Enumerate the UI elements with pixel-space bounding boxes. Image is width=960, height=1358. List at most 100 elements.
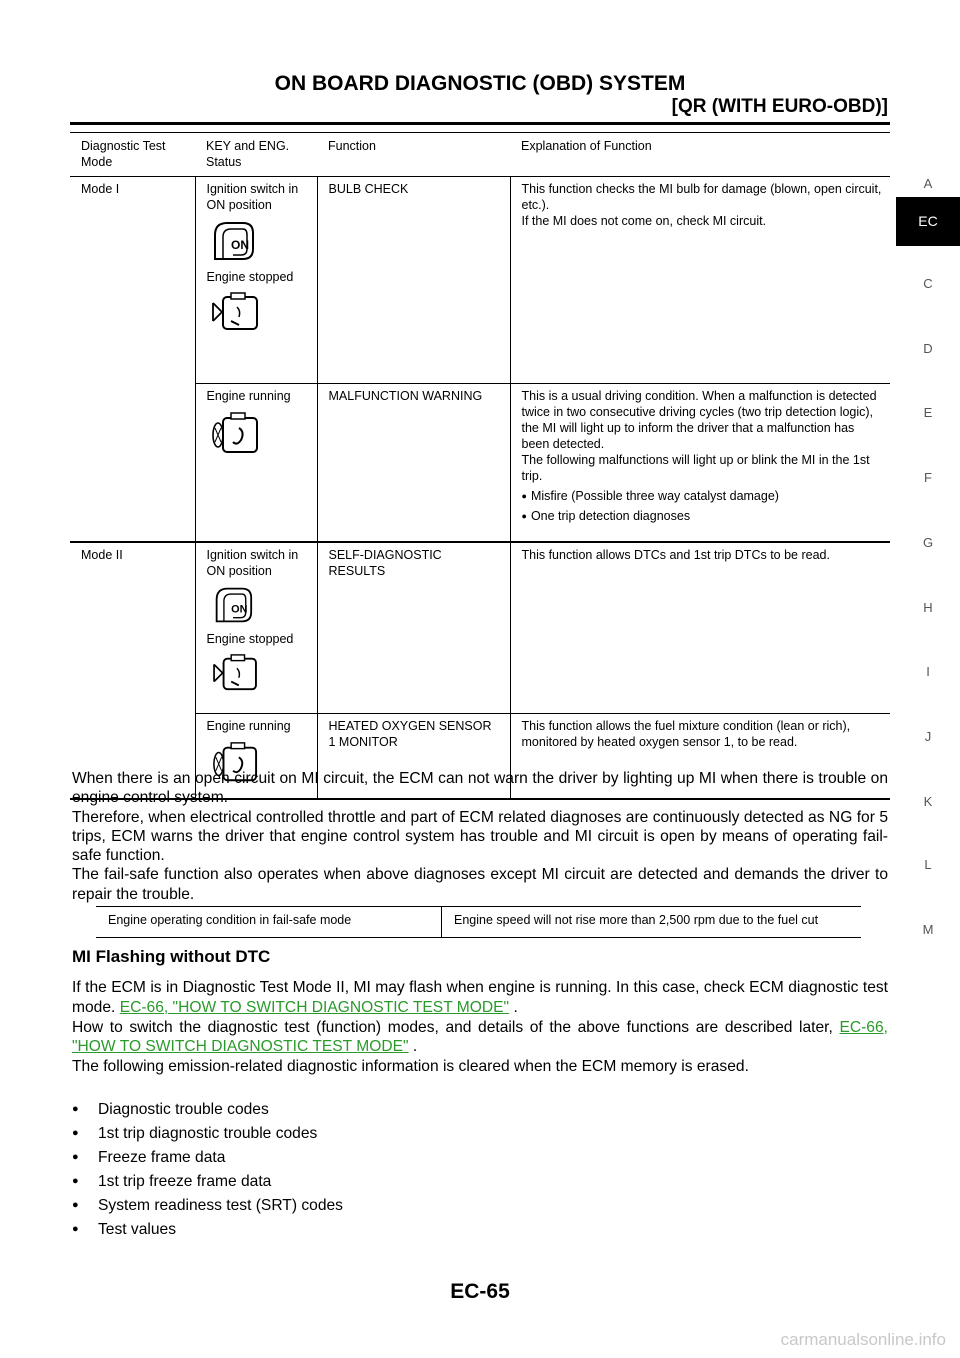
period: . — [513, 998, 518, 1016]
explanation-text: If the MI does not come on, check MI cir… — [521, 214, 767, 228]
header-key-eng-status: KEY and ENG. Status — [195, 132, 317, 177]
page-number: EC-65 — [450, 1280, 510, 1303]
bullet-icon: ● — [72, 1223, 79, 1235]
explanation-cell: This is a usual driving condition. When … — [509, 383, 890, 543]
side-index-ec[interactable]: EC — [896, 197, 960, 246]
table-row: Engine running MALFUNCTION WARNING This … — [70, 383, 890, 543]
bullet-item: Misfire (Possible three way catalyst dam… — [522, 488, 883, 504]
list-item-text: Diagnostic trouble codes — [98, 1101, 269, 1118]
section-paragraph: If the ECM is in Diagnostic Test Mode II… — [72, 978, 888, 1018]
list-item: ● System readiness test (SRT) codes — [72, 1196, 343, 1220]
watermark: carmanualsonline.info — [780, 1330, 946, 1349]
explanation-text: This function checks the MI bulb for dam… — [521, 182, 882, 212]
status-text: Engine running — [206, 719, 291, 733]
list-item: ● Test values — [72, 1220, 343, 1244]
list-item-text: 1st trip diagnostic trouble codes — [98, 1125, 318, 1142]
body-paragraph: Therefore, when electrical controlled th… — [72, 808, 888, 865]
status-cell: Engine running — [194, 383, 317, 543]
status-text: Ignition switch in ON position — [206, 547, 299, 578]
function-cell: SELF-DIAGNOSTIC RESULTS — [316, 541, 510, 714]
function-cell: HEATED OXYGEN SENSOR 1 MONITOR — [316, 713, 510, 800]
bullet-item: One trip detection diagnoses — [522, 508, 883, 524]
function-cell: MALFUNCTION WARNING — [316, 383, 510, 543]
list-item-text: System readiness test (SRT) codes — [98, 1197, 343, 1214]
body-paragraphs: When there is an open circuit on MI circ… — [72, 769, 888, 904]
body-paragraph: The fail-safe function also operates whe… — [72, 866, 888, 903]
explanation-text: This is a usual driving condition. When … — [521, 389, 877, 451]
side-index-e[interactable]: E — [923, 405, 933, 420]
header-diagnostic-test-mode: Diagnostic Test Mode — [70, 132, 195, 177]
section-paragraphs: If the ECM is in Diagnostic Test Mode II… — [72, 978, 888, 1077]
fail-safe-condition: Engine operating condition in fail-safe … — [96, 906, 442, 938]
header-rule — [70, 122, 890, 125]
list-item: ● 1st trip freeze frame data — [72, 1172, 343, 1196]
list-item: ● Diagnostic trouble codes — [72, 1100, 343, 1124]
status-text: Engine stopped — [206, 270, 294, 284]
link-how-to-switch-diagnostic-test-mode[interactable]: EC-66, "HOW TO SWITCH DIAGNOSTIC TEST MO… — [119, 998, 510, 1016]
table-header-row: Diagnostic Test Mode KEY and ENG. Status… — [70, 132, 890, 177]
engine-running-icon — [211, 412, 258, 453]
list-item-text: Test values — [98, 1221, 177, 1238]
engine-stopped-icon — [212, 653, 257, 690]
section-paragraph: How to switch the diagnostic test (funct… — [72, 1018, 888, 1058]
explanation-cell: This function allows the fuel mixture co… — [509, 713, 890, 800]
svg-text:ON: ON — [231, 603, 247, 615]
side-index-d[interactable]: D — [923, 341, 933, 356]
bullet-icon: ● — [72, 1175, 79, 1187]
diagnostic-mode-table: Diagnostic Test Mode KEY and ENG. Status… — [70, 132, 890, 800]
list-item: ● Freeze frame data — [72, 1148, 343, 1172]
status-cell: Ignition switch in ON position ON Engine… — [194, 541, 317, 714]
section-heading: MI Flashing without DTC — [72, 947, 271, 966]
explanation-text: The following malfunctions will light up… — [521, 453, 870, 483]
svg-text:ON: ON — [231, 238, 249, 252]
side-index-l[interactable]: L — [924, 857, 932, 872]
table-row: Engine operating condition in fail-safe … — [96, 906, 861, 938]
status-text: Engine stopped — [206, 631, 294, 646]
ignition-key-on-icon: ON — [215, 587, 252, 622]
page-subtitle: [QR (WITH EURO-OBD)] — [671, 96, 888, 117]
status-text: Ignition switch in ON position — [206, 182, 299, 212]
body-paragraph: When there is an open circuit on MI circ… — [72, 770, 888, 807]
list-item-text: 1st trip freeze frame data — [98, 1173, 272, 1190]
list-item-text: Freeze frame data — [98, 1149, 226, 1166]
engine-stopped-icon — [211, 292, 258, 330]
explanation-cell: This function checks the MI bulb for dam… — [509, 176, 890, 384]
side-index-a[interactable]: A — [923, 176, 933, 191]
bullet-icon: ● — [72, 1103, 79, 1115]
side-index-f[interactable]: F — [924, 470, 932, 485]
status-cell: Ignition switch in ON position ON Engine… — [194, 176, 317, 384]
bullet-icon: ● — [72, 1151, 79, 1163]
side-index-c[interactable]: C — [923, 276, 933, 291]
ignition-key-on-icon: ON — [213, 222, 254, 260]
list-item: ● 1st trip diagnostic trouble codes — [72, 1124, 343, 1148]
side-index-h[interactable]: H — [923, 600, 933, 615]
status-text: Engine running — [206, 389, 291, 403]
mode-cell: Mode II — [70, 541, 195, 800]
fail-safe-table: Engine operating condition in fail-safe … — [96, 906, 861, 938]
side-index: A EC C D E F G H I J K L M — [896, 0, 960, 1358]
side-index-m[interactable]: M — [922, 922, 934, 937]
side-index-g[interactable]: G — [922, 535, 934, 550]
section-paragraph: The following emission-related diagnosti… — [72, 1058, 749, 1076]
side-index-i[interactable]: I — [926, 664, 930, 679]
bullet-icon: ● — [72, 1199, 79, 1211]
header-function: Function — [317, 132, 510, 177]
explanation-cell: This function allows DTCs and 1st trip D… — [509, 541, 890, 714]
paragraph-text: If the ECM is in Diagnostic Test Mode II… — [72, 979, 888, 1016]
link-how-to-switch-diagnostic-test-mode[interactable]: EC-66, "HOW TO SWITCH DIAGNOSTIC TEST MO… — [72, 1018, 888, 1056]
period: . — [412, 1038, 418, 1056]
fail-safe-result: Engine speed will not rise more than 2,5… — [441, 906, 861, 938]
table-row: Mode II Ignition switch in ON position O… — [70, 541, 890, 800]
cleared-info-list: ● Diagnostic trouble codes ● 1st trip diag… — [72, 1100, 343, 1244]
engine-running-icon — [212, 742, 257, 782]
table-row: Mode I Ignition switch in ON position ON… — [70, 176, 890, 543]
mode-cell: Mode I — [70, 176, 195, 543]
paragraph-text: How to switch the diagnostic test (funct… — [72, 1018, 833, 1036]
header-explanation: Explanation of Function — [510, 132, 890, 177]
status-cell: Engine running — [194, 713, 317, 800]
side-index-j[interactable]: J — [924, 729, 932, 744]
table-row: Engine running HEATED OXYGEN SENSOR 1 MO… — [70, 713, 890, 800]
function-cell: BULB CHECK — [316, 176, 510, 384]
bullet-icon: ● — [72, 1127, 79, 1139]
side-index-k[interactable]: K — [923, 794, 933, 809]
